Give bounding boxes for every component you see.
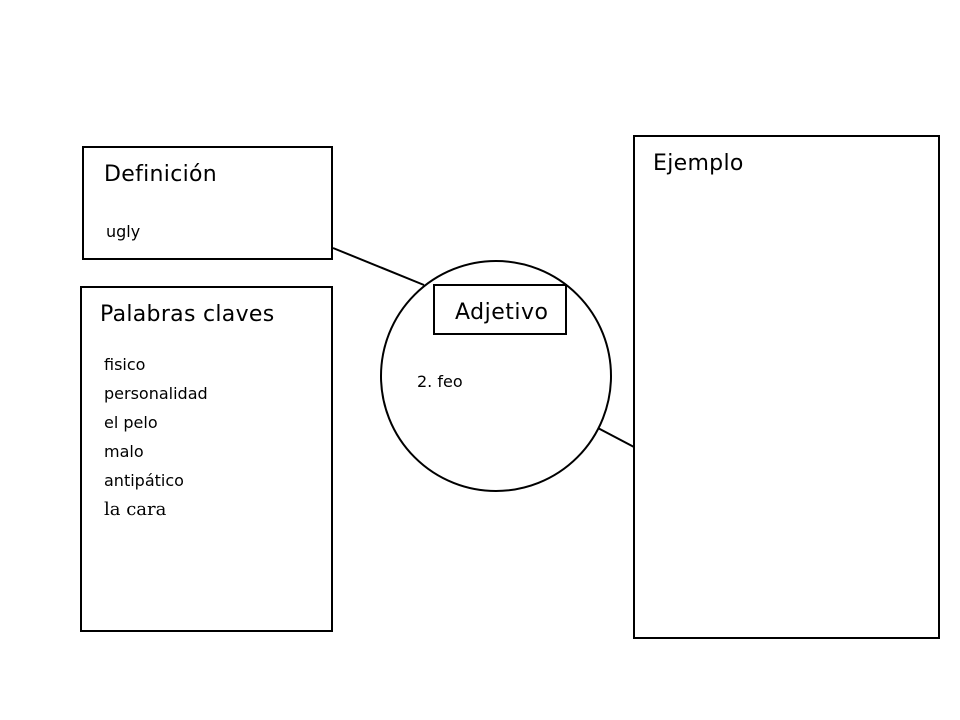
keyword-item: el pelo (104, 413, 158, 432)
keyword-item: personalidad (104, 384, 208, 403)
keyword-item: fisico (104, 355, 146, 374)
example-box: Ejemplo (633, 135, 940, 639)
keyword-item: antipático (104, 471, 184, 490)
keywords-list: fisico personalidad el pelo malo antipát… (104, 350, 208, 524)
keywords-box: Palabras claves fisico personalidad el p… (80, 286, 333, 632)
connector-definition-to-center (332, 247, 425, 286)
keyword-item: la cara (104, 499, 167, 520)
keyword-item: malo (104, 442, 144, 461)
connector-center-to-example (595, 426, 635, 448)
definition-box: Definición ugly (82, 146, 333, 260)
center-text: 2. feo (417, 372, 463, 391)
center-label-box: Adjetivo (433, 284, 567, 335)
example-title: Ejemplo (653, 151, 744, 176)
keywords-title: Palabras claves (100, 302, 275, 327)
definition-title: Definición (104, 162, 217, 187)
center-label: Adjetivo (455, 300, 549, 325)
definition-text: ugly (106, 222, 141, 241)
